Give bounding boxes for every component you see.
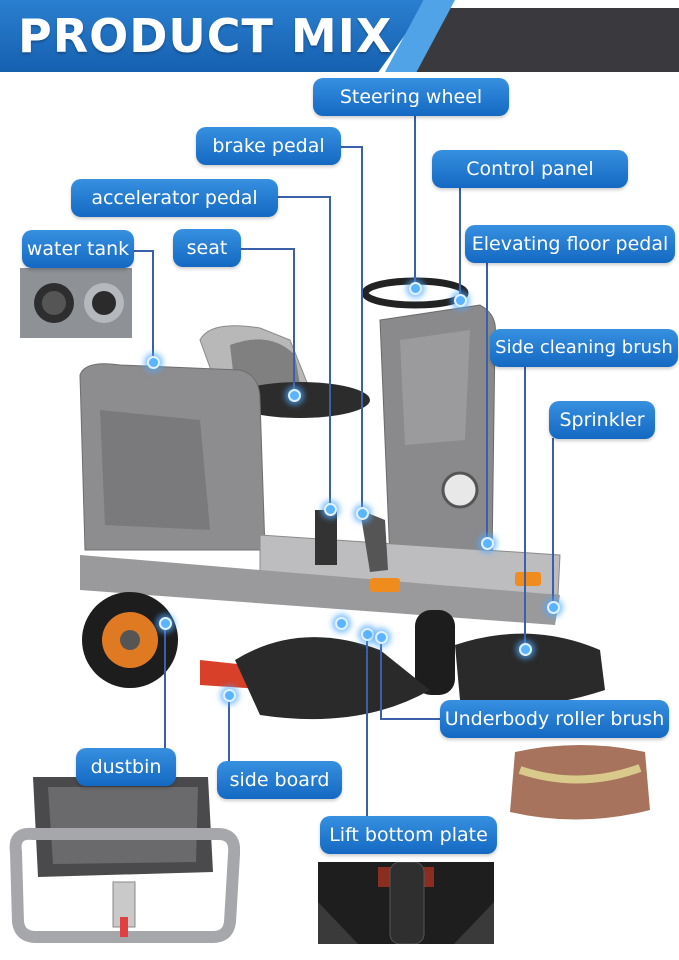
hotspot-underbody-brush[interactable] — [375, 631, 388, 644]
lift-bottom-plate-photo — [318, 862, 494, 944]
leader-side-board — [228, 694, 230, 762]
label-brake-pedal[interactable]: brake pedal — [196, 127, 341, 165]
leader-accelerator-v — [329, 196, 331, 508]
leader-seat-v — [293, 248, 295, 394]
banner-blue-panel — [0, 0, 430, 72]
water-tank-photo — [20, 268, 132, 338]
label-accelerator-pedal[interactable]: accelerator pedal — [71, 179, 278, 217]
leader-steering-wheel — [414, 114, 416, 292]
leader-accelerator-h — [278, 196, 330, 198]
label-side-cleaning-brush[interactable]: Side cleaning brush — [490, 329, 678, 367]
page-title: PRODUCT MIX — [18, 9, 393, 63]
label-water-tank[interactable]: water tank — [22, 230, 134, 268]
hotspot-dustbin[interactable] — [159, 617, 172, 630]
label-lift-bottom-plate[interactable]: Lift bottom plate — [320, 816, 497, 854]
label-sprinkler[interactable]: Sprinkler — [549, 401, 655, 439]
leader-water-tank-v — [152, 250, 154, 362]
hotspot-water-tank[interactable] — [147, 356, 160, 369]
leader-brake-pedal-v — [361, 146, 363, 512]
hotspot-side-brush[interactable] — [519, 643, 532, 656]
dustbin-photo — [9, 777, 240, 943]
hotspot-accelerator[interactable] — [324, 503, 337, 516]
hotspot-seat[interactable] — [288, 389, 301, 402]
label-control-panel[interactable]: Control panel — [432, 150, 628, 188]
hotspot-elevating-pedal[interactable] — [481, 537, 494, 550]
leader-control-panel — [459, 186, 461, 300]
leader-water-tank-h — [133, 250, 153, 252]
leader-underbody-v — [380, 636, 382, 720]
leader-seat-h — [241, 248, 294, 250]
leader-sprinkler — [552, 438, 554, 606]
hotspot-brake[interactable] — [356, 507, 369, 520]
leader-elevating-pedal — [486, 262, 488, 542]
hotspot-steering-wheel[interactable] — [409, 282, 422, 295]
leader-underbody-h — [380, 718, 442, 720]
label-dustbin[interactable]: dustbin — [76, 748, 176, 786]
roller-brush-photo — [510, 745, 650, 820]
label-elevating-floor-pedal[interactable]: Elevating floor pedal — [465, 225, 675, 263]
leader-dustbin — [164, 622, 166, 750]
leader-side-brush — [524, 366, 526, 648]
hotspot-side-pivot[interactable] — [335, 617, 348, 630]
header-banner: PRODUCT MIX — [0, 0, 679, 72]
leader-lift-plate — [366, 634, 368, 818]
hotspot-sprinkler[interactable] — [547, 601, 560, 614]
leader-brake-pedal-h — [341, 146, 362, 148]
hotspot-control-panel[interactable] — [454, 294, 467, 307]
label-seat[interactable]: seat — [173, 229, 241, 267]
hotspot-lift-plate[interactable] — [361, 628, 374, 641]
sweeper-machine-image — [79, 277, 605, 720]
label-underbody-roller-brush[interactable]: Underbody roller brush — [440, 700, 669, 738]
hotspot-side-board[interactable] — [223, 689, 236, 702]
label-steering-wheel[interactable]: Steering wheel — [313, 78, 509, 116]
label-side-board[interactable]: side board — [217, 761, 342, 799]
